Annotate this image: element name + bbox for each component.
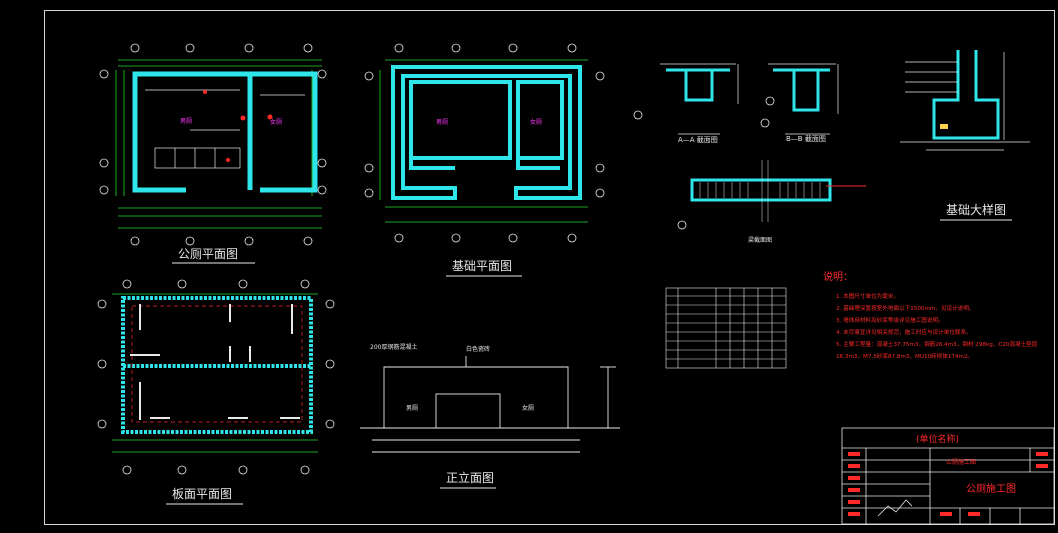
- foundation-plan-title: 基础平面图: [452, 259, 512, 273]
- drawing-frame: [44, 10, 1055, 525]
- floor-plan-title: 公厕平面图: [178, 247, 238, 261]
- floor-plan-room-male: 男厕: [180, 118, 192, 125]
- elevation-room-female: 女厕: [522, 404, 534, 412]
- signature-mark: [877, 499, 913, 517]
- foundation-detail-title: 基础大样图: [946, 202, 1006, 217]
- foundation-detail: 基础大样图: [900, 50, 1030, 221]
- section-aa-title: A—A 截面图: [678, 135, 718, 144]
- material-table: [665, 287, 787, 369]
- slab-plan-title: 板面平面图: [172, 487, 232, 501]
- notes-item: 4. 未尽事宜详见相关规范，施工时应与设计单位联系。: [836, 328, 972, 336]
- notes-item: 5. 主要工程量：混凝土37.75m3，钢筋26.4m3，钢材 298kg，C2…: [836, 340, 1038, 348]
- notes-heading: 说明：: [823, 270, 853, 283]
- foundation-plan-room-male: 男厕: [436, 119, 448, 126]
- notes-item: 1. 本图尺寸单位为毫米。: [836, 292, 899, 300]
- floor-plan: 男厕 女厕 公厕平面图: [99, 43, 327, 264]
- beam-section-title: 梁截面图: [748, 236, 772, 244]
- notes-item: 3. 墙体用材料及砂浆等级详见施工图说明。: [836, 316, 944, 324]
- slab-plan: 板面平面图: [97, 279, 335, 505]
- elevation-label-parapet: 200厚钢筋混凝土: [370, 343, 417, 351]
- notes-block: 说明： 1. 本图尺寸单位为毫米。 2. 基础埋深暂按室外地面以下1500mm，…: [823, 270, 1038, 360]
- title-block-drawing-code: 公厕施工图: [946, 458, 976, 466]
- title-block: (单位名称) 公厕施工图 公厕施工图: [841, 427, 1055, 525]
- front-elevation: 200厚钢筋混凝土 白色瓷砖 男厕 女厕 正立面图: [360, 343, 620, 489]
- title-block-unit-name: (单位名称): [916, 433, 959, 445]
- section-bb-title: B—B 截面图: [786, 134, 826, 143]
- elevation-title: 正立面图: [446, 470, 494, 485]
- floor-plan-room-female: 女厕: [270, 118, 282, 126]
- section-details: A—A 截面图 B—B 截面图 梁截面图: [633, 63, 866, 244]
- notes-item: 2. 基础埋深暂按室外地面以下1500mm，见设计说明。: [836, 304, 975, 312]
- foundation-plan: 男厕 女厕 基础平面图: [364, 43, 605, 277]
- foundation-plan-room-female: 女厕: [530, 118, 542, 126]
- notes-item: 16.3m3，M7.5砂浆87.8m3，MU10砖砌体174m2。: [836, 352, 973, 360]
- title-block-drawing-name: 公厕施工图: [966, 482, 1016, 495]
- elevation-label-finish: 白色瓷砖: [466, 345, 490, 353]
- elevation-room-male: 男厕: [406, 405, 418, 412]
